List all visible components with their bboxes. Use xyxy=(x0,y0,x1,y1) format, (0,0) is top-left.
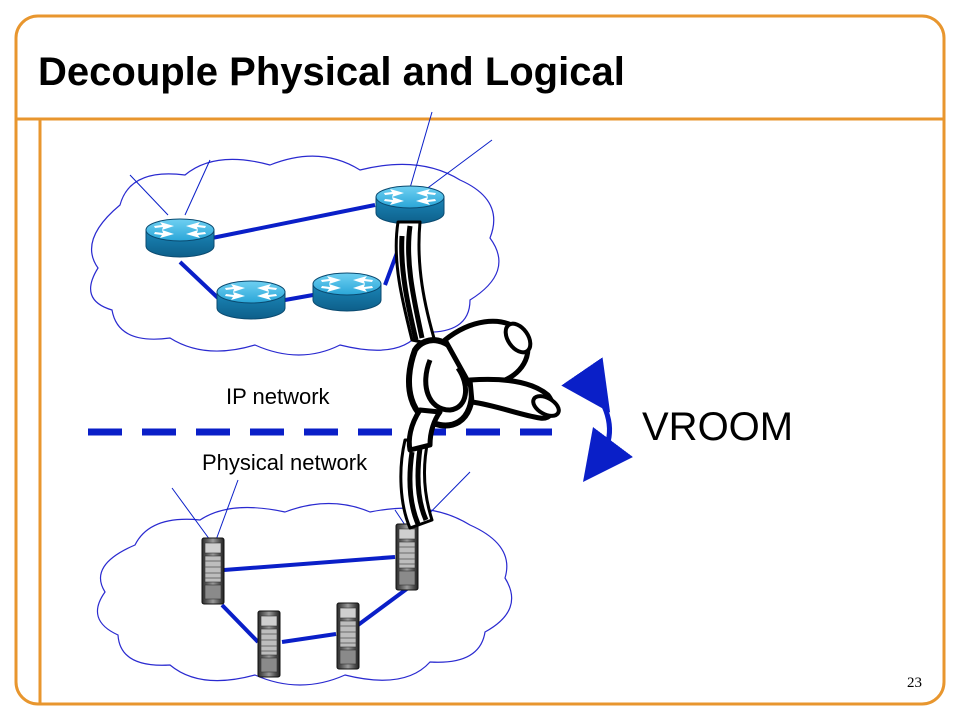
page-number: 23 xyxy=(907,675,922,691)
physical-network-cloud xyxy=(96,502,513,686)
vroom-label: VROOM xyxy=(642,405,794,449)
router-icon xyxy=(312,272,382,312)
slide-frame xyxy=(14,14,946,706)
router-icon xyxy=(145,218,215,258)
ip-network-label: IP network xyxy=(226,384,330,409)
ip-network-external-links xyxy=(129,111,493,216)
rope-knot-icon xyxy=(394,220,561,530)
physical-network-label: Physical network xyxy=(202,450,368,475)
slide-title: Decouple Physical and Logical xyxy=(38,50,625,94)
router-icon xyxy=(216,280,286,320)
ip-network-cloud xyxy=(89,155,500,356)
physical-network-links xyxy=(220,555,410,644)
server-rack-icon xyxy=(336,602,360,670)
bidirectional-arc-arrow-icon xyxy=(561,357,633,483)
server-rack-icon xyxy=(201,537,225,605)
router-icon xyxy=(375,185,445,225)
server-rack-icon xyxy=(257,610,281,678)
server-rack-icon xyxy=(395,523,419,591)
